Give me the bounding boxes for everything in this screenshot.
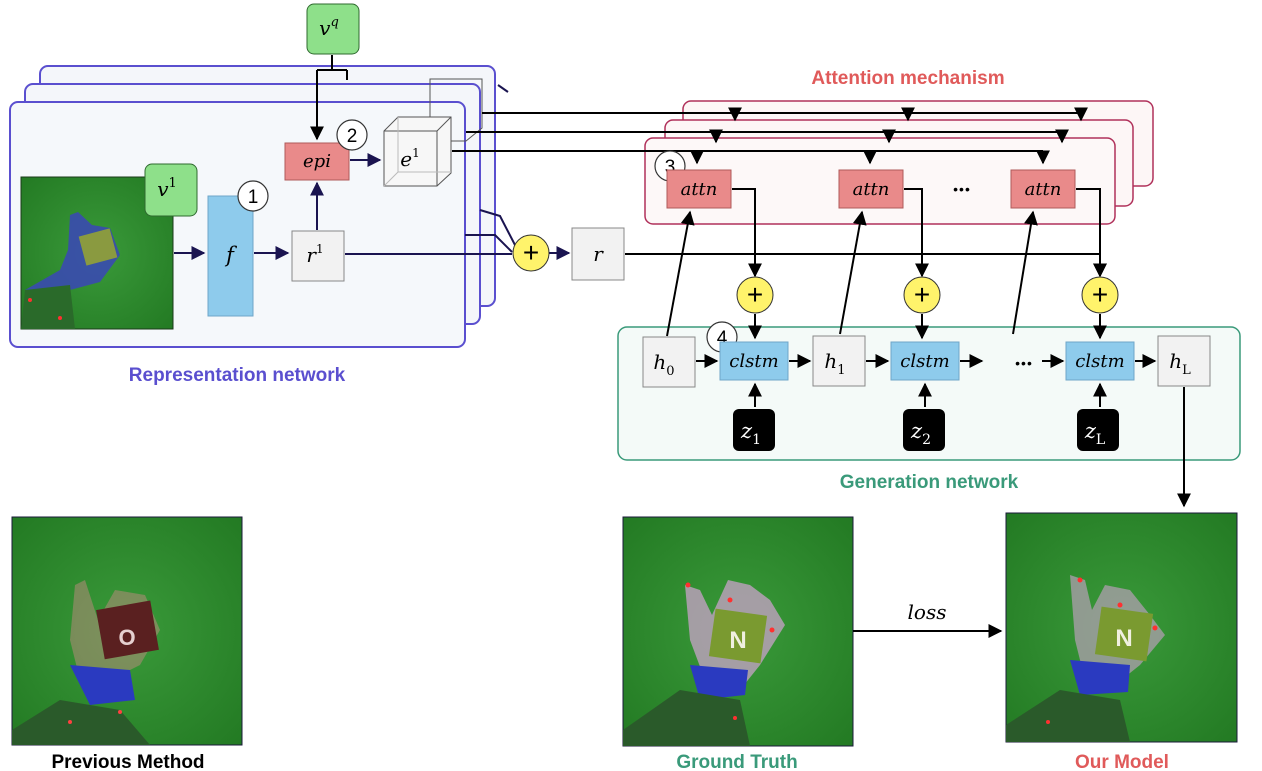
generation-chain-connectors [696, 354, 1191, 508]
plus-to-clstm-connectors [748, 314, 1107, 340]
svg-text:clstm: clstm [729, 351, 778, 372]
attn-block-2: attn [838, 169, 904, 209]
attn-block-3: attn [1010, 169, 1076, 209]
attention-mechanism-label: Attention mechanism [811, 68, 1004, 89]
ground-truth-caption: Ground Truth [676, 752, 797, 771]
svg-text:epi: epi [303, 151, 331, 172]
attn-to-plus-connectors [732, 188, 1107, 278]
svg-text:attn: attn [1025, 179, 1062, 200]
representation-network-label: Representation network [129, 365, 346, 386]
plus-context-1: + [736, 276, 774, 314]
svg-text:N: N [1115, 625, 1132, 652]
e1-to-attention-connectors [452, 107, 1088, 165]
svg-text:+: + [523, 237, 539, 268]
plus-aggregate-r: + [512, 234, 550, 272]
e1-cube: e1 [383, 78, 483, 187]
z1-latent: z1 [733, 409, 775, 451]
svg-text:z2: z2 [910, 419, 931, 448]
svg-text:3: 3 [665, 157, 676, 178]
svg-text:1: 1 [248, 187, 259, 208]
svg-text:r: r [593, 242, 604, 266]
vq-node: vq [306, 3, 360, 55]
vq-to-epi-connectors [310, 55, 348, 141]
zL-latent: zL [1077, 409, 1119, 451]
svg-text:4: 4 [717, 328, 728, 349]
h1-node: h1 [812, 335, 866, 387]
previous-method-image: O [11, 516, 243, 746]
svg-text:v1: v1 [157, 176, 177, 201]
z2-latent: z2 [903, 409, 945, 451]
svg-text:vq: vq [319, 15, 339, 40]
loss-label: loss [908, 600, 947, 624]
svg-text:+: + [747, 279, 763, 310]
svg-text:hL: hL [1169, 349, 1191, 378]
h-to-attn-connectors [666, 210, 1038, 337]
ground-truth-image: N [622, 516, 854, 747]
plus-context-2: + [903, 276, 941, 314]
clstm-block-L: clstm [1065, 341, 1135, 381]
previous-method-caption: Previous Method [51, 752, 204, 771]
svg-text:clstm: clstm [900, 351, 949, 372]
v1-node: v1 [144, 163, 198, 217]
representation-connectors [174, 84, 516, 260]
step-2-marker: 2 [336, 119, 368, 151]
svg-text:h1: h1 [824, 349, 845, 378]
svg-text:e1: e1 [400, 146, 419, 171]
svg-text:f: f [224, 243, 237, 267]
r1-node: r1 [291, 230, 345, 282]
h0-node: h0 [642, 336, 696, 388]
generation-network-label: Generation network [840, 472, 1019, 493]
svg-text:2: 2 [347, 126, 358, 147]
hL-node: hL [1157, 335, 1211, 387]
svg-text:zL: zL [1084, 419, 1105, 448]
plus-context-3: + [1081, 276, 1119, 314]
svg-text:r1: r1 [306, 242, 323, 267]
step-1-marker: 1 [237, 180, 269, 212]
f-encoder-block: f [207, 195, 254, 317]
svg-text:attn: attn [853, 179, 890, 200]
r-node: r [571, 227, 625, 281]
clstm-block-2: clstm [890, 341, 960, 381]
generation-ellipsis: ••• [1015, 355, 1033, 371]
our-model-caption: Our Model [1075, 752, 1169, 771]
svg-text:+: + [914, 279, 930, 310]
attention-ellipsis: ••• [953, 181, 971, 197]
svg-text:z1: z1 [740, 419, 761, 448]
our-model-image: N [1005, 512, 1238, 743]
clstm-block-1: clstm [719, 341, 789, 381]
svg-text:clstm: clstm [1075, 351, 1124, 372]
epi-block: epi [284, 142, 350, 181]
svg-text:O: O [118, 625, 135, 650]
svg-text:h0: h0 [653, 350, 674, 379]
svg-text:+: + [1092, 279, 1108, 310]
attn-block-1: attn [666, 169, 732, 209]
svg-text:attn: attn [681, 179, 718, 200]
svg-text:N: N [729, 627, 746, 654]
